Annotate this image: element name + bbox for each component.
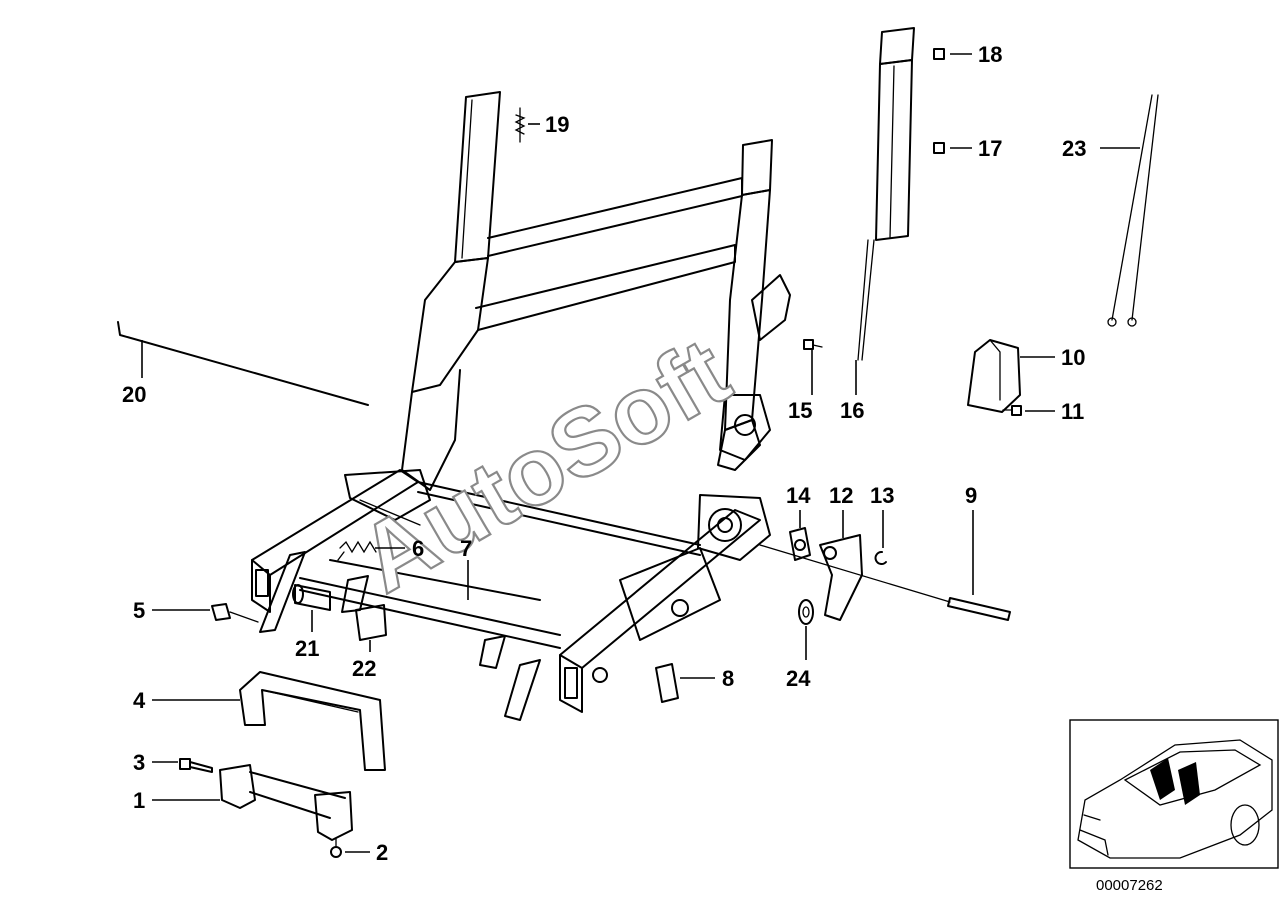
part-10-cover — [967, 339, 1021, 413]
part-9-bolt — [759, 544, 1011, 621]
location-inset — [1069, 719, 1279, 869]
callout-3: 3 — [133, 750, 145, 775]
callout-9: 9 — [965, 483, 977, 508]
reference-number: 00007262 — [1096, 877, 1163, 894]
part-5-bolt — [211, 603, 259, 623]
callout-21: 21 — [295, 636, 319, 661]
part-22-clip — [355, 604, 387, 641]
callout-18: 18 — [978, 42, 1002, 67]
part-19-spring — [514, 107, 526, 143]
callout-12: 12 — [829, 483, 853, 508]
callout-14: 14 — [786, 483, 811, 508]
callout-15: 15 — [788, 398, 812, 423]
callout-1: 1 — [133, 788, 145, 813]
callout-4: 4 — [133, 688, 146, 713]
callout-10: 10 — [1061, 345, 1085, 370]
seat-highlight-icon — [1150, 758, 1200, 805]
callout-2: 2 — [376, 840, 388, 865]
callout-22: 22 — [352, 656, 376, 681]
part-3-bolt — [179, 758, 213, 773]
callout-6: 6 — [412, 536, 424, 561]
part-17-screw — [933, 142, 945, 154]
callout-11: 11 — [1061, 399, 1084, 424]
part-15-bolt — [803, 339, 823, 350]
seat-base-frame — [251, 469, 771, 721]
callout-5: 5 — [133, 598, 145, 623]
part-1-bracket — [219, 764, 353, 841]
part-16-gas-strut — [857, 27, 915, 361]
callouts: 1 2 3 4 5 6 7 8 9 10 11 12 13 14 15 16 1… — [122, 42, 1086, 865]
part-23-cable — [1107, 94, 1159, 327]
part-20-rod — [117, 321, 369, 406]
leader-lines — [141, 53, 1140, 853]
part-24-washer — [798, 599, 814, 625]
part-6-spring — [337, 540, 377, 561]
callout-13: 13 — [870, 483, 894, 508]
callout-16: 16 — [840, 398, 864, 423]
part-13-clip — [874, 551, 887, 565]
part-21-tube — [292, 584, 331, 611]
part-4-bracket — [239, 671, 386, 771]
part-12-bracket — [819, 534, 863, 621]
callout-17: 17 — [978, 136, 1002, 161]
car-outline-icon — [1077, 739, 1273, 859]
callout-23: 23 — [1062, 136, 1086, 161]
callout-19: 19 — [545, 112, 569, 137]
seat-back-frame — [401, 91, 791, 491]
part-11-screw — [1002, 405, 1022, 416]
callout-24: 24 — [786, 666, 811, 691]
part-8-bush — [655, 663, 679, 703]
callout-8: 8 — [722, 666, 734, 691]
part-14-washer — [789, 527, 811, 561]
callout-20: 20 — [122, 382, 146, 407]
part-18-screw — [933, 48, 945, 60]
part-2-screw — [330, 837, 342, 858]
callout-7: 7 — [460, 536, 472, 561]
